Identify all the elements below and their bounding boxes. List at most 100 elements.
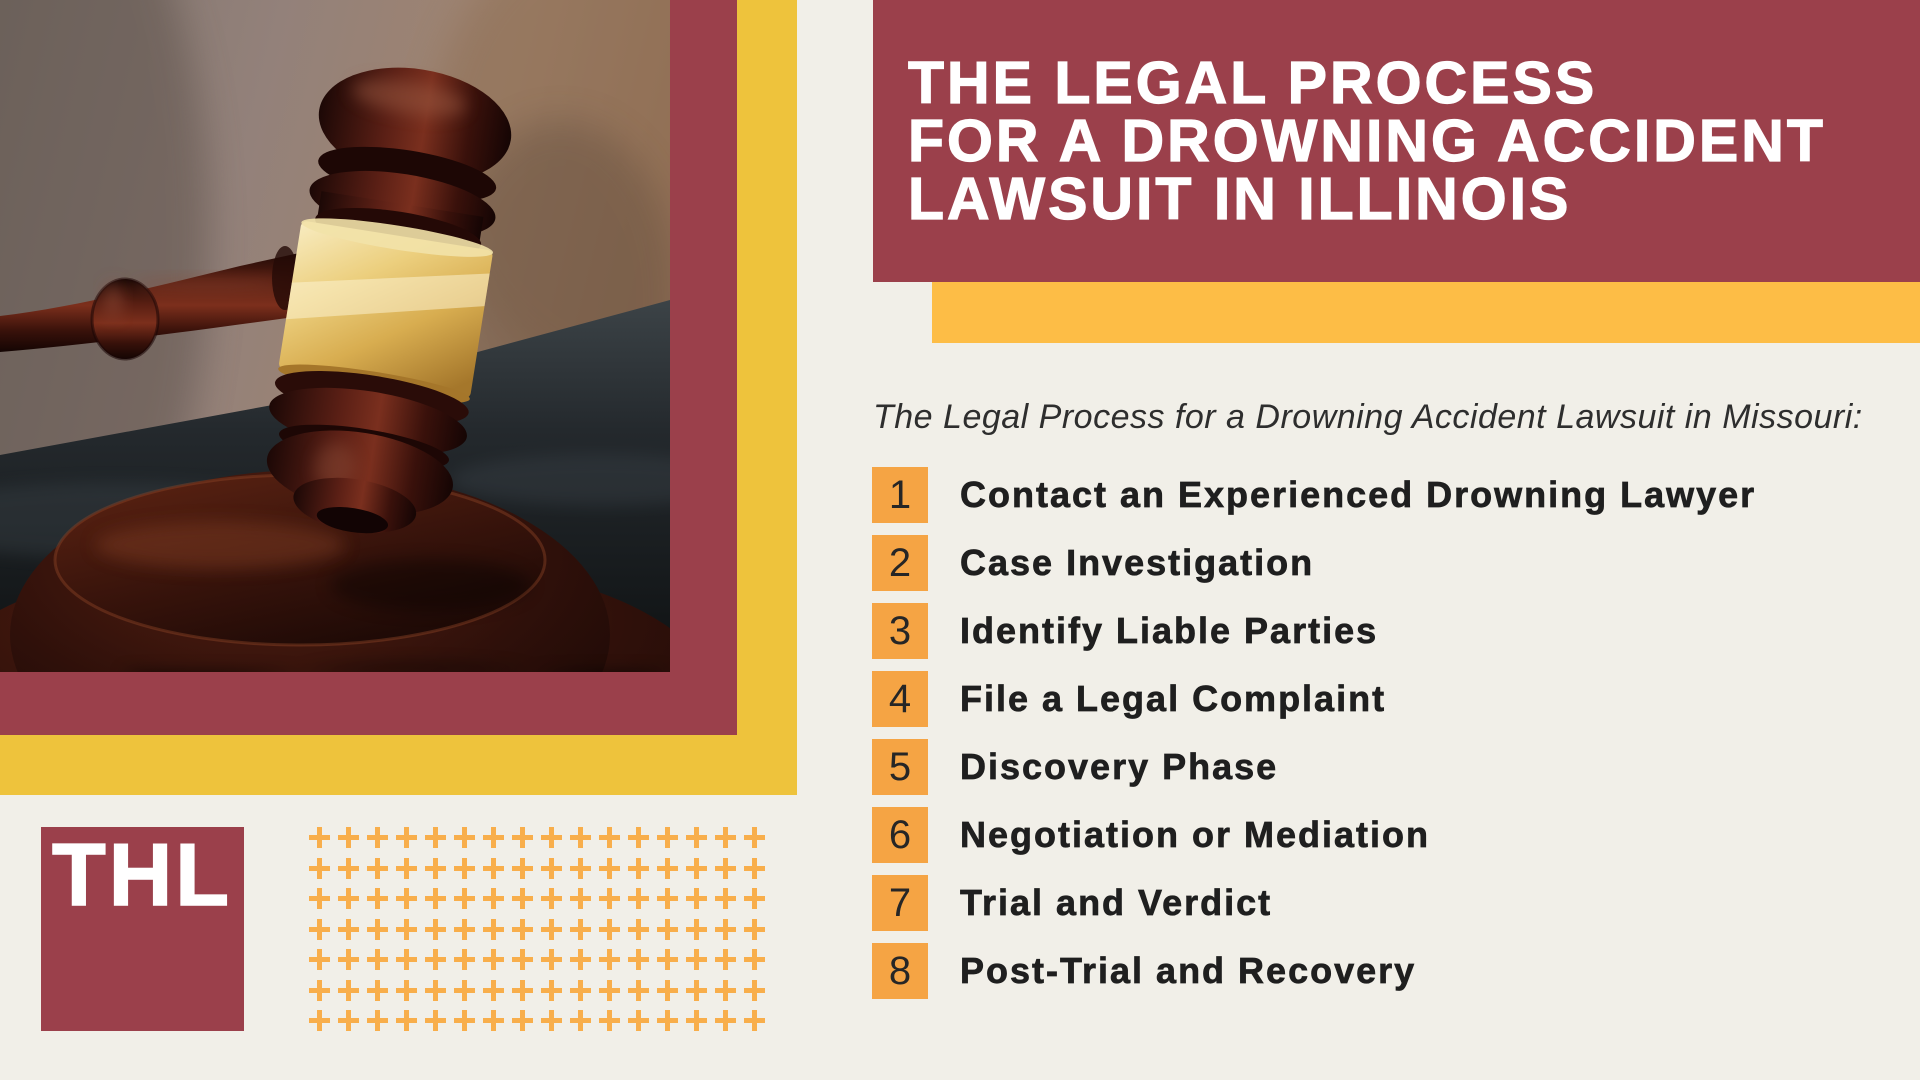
plus-icon [392,1005,421,1036]
plus-icon [566,883,595,914]
plus-icon [334,853,363,884]
title-line-2: FOR A DROWNING ACCIDENT [907,108,1826,174]
plus-icon [421,822,450,853]
step-row: 3 Identify Liable Parties [872,603,1756,659]
plus-icon [305,853,334,884]
plus-icon [479,822,508,853]
plus-icon [682,914,711,945]
step-row: 7 Trial and Verdict [872,875,1756,931]
step-number-badge: 7 [872,875,928,931]
plus-icon [624,1005,653,1036]
step-number-badge: 2 [872,535,928,591]
step-row: 6 Negotiation or Mediation [872,807,1756,863]
plus-icon [508,914,537,945]
plus-icon [508,853,537,884]
step-row: 1 Contact an Experienced Drowning Lawyer [872,467,1756,523]
plus-icon [508,1005,537,1036]
plus-icon [740,944,769,975]
step-row: 4 File a Legal Complaint [872,671,1756,727]
plus-icon [711,883,740,914]
step-label: Identify Liable Parties [960,610,1379,652]
plus-icon [711,822,740,853]
plus-icon [537,853,566,884]
plus-icon [421,883,450,914]
plus-icon [653,822,682,853]
step-row: 8 Post-Trial and Recovery [872,943,1756,999]
plus-icon [363,822,392,853]
plus-icon [305,883,334,914]
step-number-badge: 3 [872,603,928,659]
plus-icon [537,975,566,1006]
plus-icon [740,853,769,884]
plus-icon [566,1005,595,1036]
plus-icon [624,883,653,914]
plus-icon [595,944,624,975]
plus-icon [392,914,421,945]
plus-icon [305,1005,334,1036]
plus-icon [363,1005,392,1036]
title-line-1: THE LEGAL PROCESS [907,50,1598,116]
title-line-3: LAWSUIT IN ILLINOIS [907,166,1572,232]
plus-icon [682,853,711,884]
plus-icon [450,914,479,945]
plus-icon [537,883,566,914]
step-label: Discovery Phase [960,746,1279,788]
plus-icon [624,853,653,884]
plus-icon [363,975,392,1006]
plus-icon [653,853,682,884]
plus-icon [682,975,711,1006]
plus-icon [682,1005,711,1036]
plus-icon [363,853,392,884]
plus-icon [363,883,392,914]
plus-icon [566,822,595,853]
plus-icon [334,914,363,945]
plus-icon [537,944,566,975]
subtitle: The Legal Process for a Drowning Acciden… [873,398,1863,436]
plus-icon [740,822,769,853]
plus-pattern [305,822,769,1036]
step-label: Negotiation or Mediation [960,814,1430,856]
plus-icon [624,914,653,945]
plus-icon [450,883,479,914]
plus-icon [653,883,682,914]
plus-icon [421,853,450,884]
plus-icon [508,975,537,1006]
plus-icon [740,914,769,945]
plus-icon [653,944,682,975]
plus-icon [421,944,450,975]
plus-icon [392,975,421,1006]
plus-icon [740,1005,769,1036]
plus-icon [711,914,740,945]
plus-icon [479,853,508,884]
plus-icon [711,975,740,1006]
thl-logo: THL [41,825,244,1031]
plus-icon [711,944,740,975]
plus-icon [624,975,653,1006]
plus-icon [595,914,624,945]
plus-icon [682,883,711,914]
gavel-illustration [0,0,670,672]
plus-icon [305,914,334,945]
step-number-badge: 4 [872,671,928,727]
step-number-badge: 1 [872,467,928,523]
step-number-badge: 6 [872,807,928,863]
plus-icon [566,944,595,975]
step-number-badge: 8 [872,943,928,999]
plus-icon [508,883,537,914]
plus-icon [653,1005,682,1036]
plus-icon [624,944,653,975]
plus-icon [537,822,566,853]
steps-list: 1 Contact an Experienced Drowning Lawyer… [872,467,1756,1011]
step-label: Trial and Verdict [960,882,1273,924]
plus-icon [508,822,537,853]
plus-icon [305,975,334,1006]
plus-icon [334,975,363,1006]
plus-icon [392,853,421,884]
plus-icon [305,944,334,975]
plus-icon [595,822,624,853]
plus-icon [508,944,537,975]
thl-logo-text: THL [51,825,233,924]
plus-icon [363,944,392,975]
plus-icon [566,975,595,1006]
step-label: Contact an Experienced Drowning Lawyer [960,474,1757,516]
